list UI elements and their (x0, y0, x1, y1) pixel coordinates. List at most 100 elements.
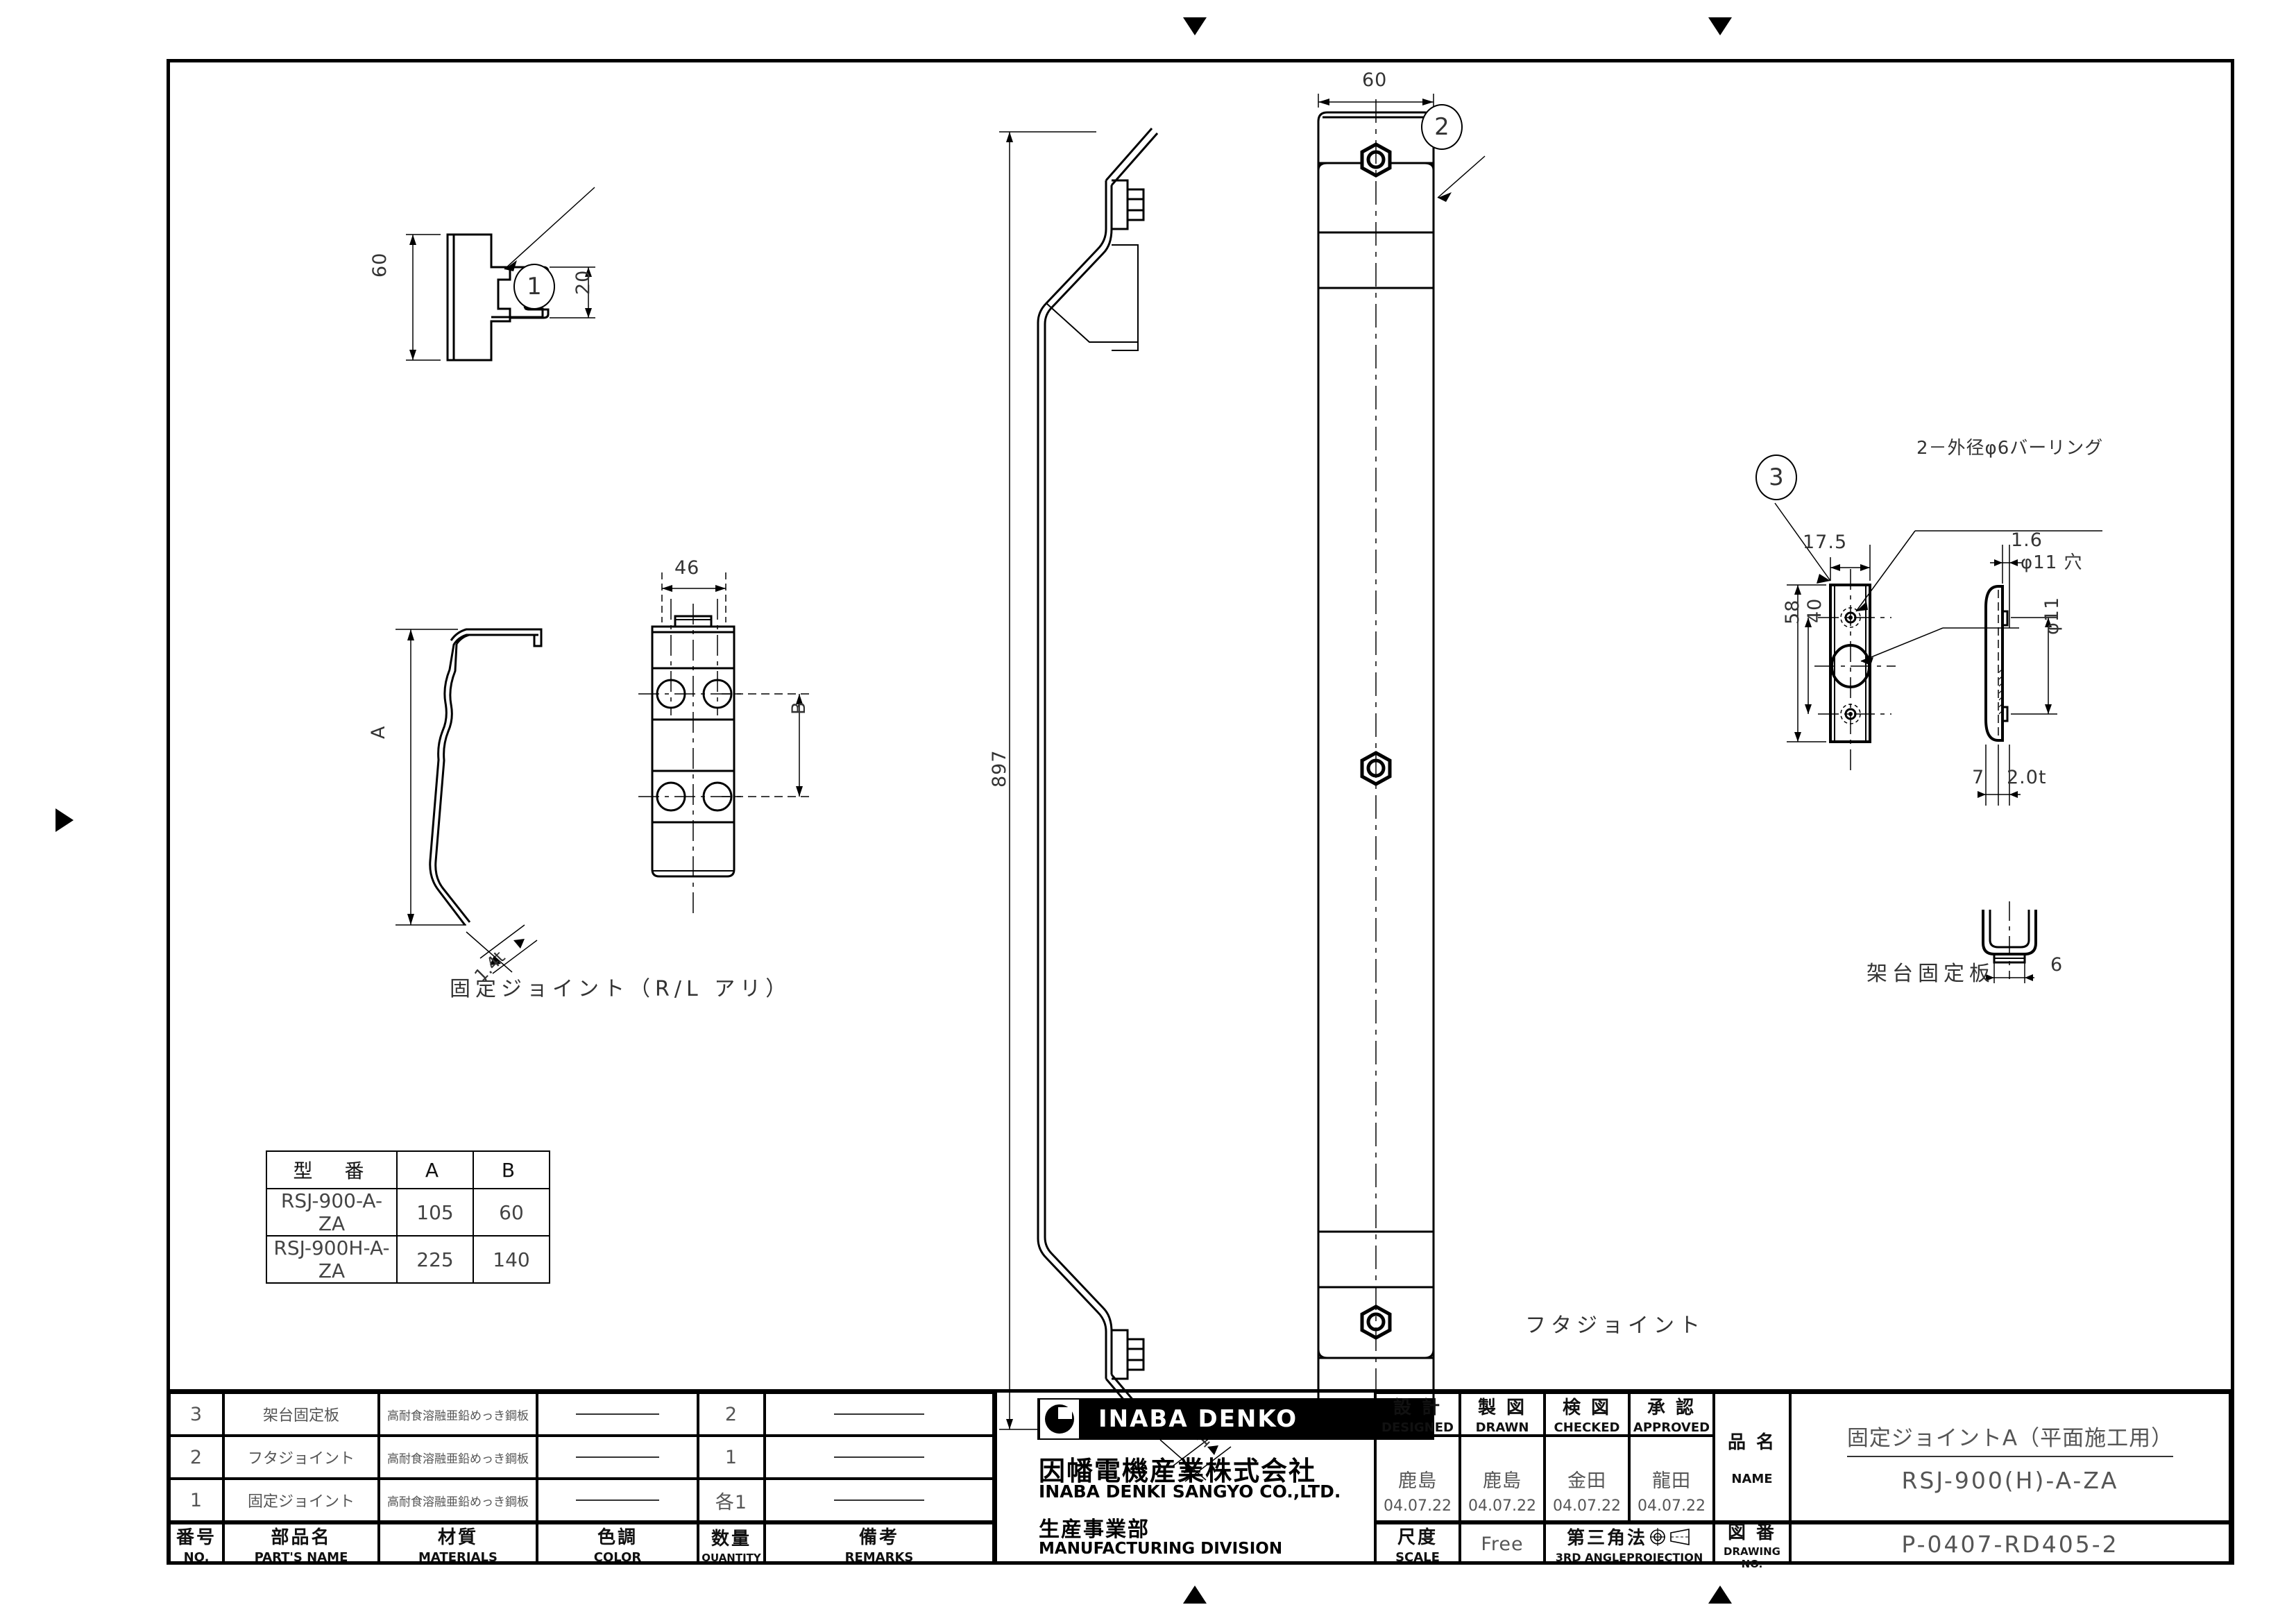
center-mark-top-right-icon (1708, 17, 1732, 35)
parts-row-2-material: 高耐食溶融亜鉛めっき鋼板 (379, 1436, 537, 1479)
parts-row-3-no: 3 (169, 1393, 223, 1436)
dim-20: 20 (572, 269, 594, 295)
division-name-jp: 生産事業部 (1039, 1518, 1150, 1542)
center-mark-top-left-icon (1183, 17, 1207, 35)
model-table-cell-b: 140 (473, 1235, 550, 1284)
caption-base-plate: 架台固定板 (1866, 962, 1995, 986)
approval-date-designed: 04.07.22 (1384, 1497, 1452, 1515)
parts-header-name: 部品名 PART'S NAME (223, 1522, 379, 1565)
parts-row-3-material: 高耐食溶融亜鉛めっき鋼板 (379, 1393, 537, 1436)
dim-B: B (788, 701, 810, 715)
model-table-header-type: 型 番 (266, 1150, 398, 1189)
model-table-cell-type: RSJ-900H-A-ZA (266, 1235, 398, 1284)
drawing-geometry (396, 94, 2102, 1482)
balloon-1-label: 1 (527, 273, 542, 300)
parts-row-3-color (537, 1393, 698, 1436)
model-table-header-row: 型 番 A B (266, 1150, 550, 1189)
scale-label: 尺度 SCALE (1375, 1522, 1460, 1565)
center-mark-left-icon (56, 808, 74, 832)
approval-date-approved: 04.07.22 (1638, 1497, 1706, 1515)
parts-row-1-remarks (765, 1479, 994, 1522)
balloon-item-3: 3 (1755, 454, 1797, 500)
approval-header-approved: 承 認 APPROVED (1629, 1393, 1714, 1436)
company-block: INABA DENKO 因幡電機産業株式会社 INABA DENKI SANGY… (994, 1393, 1434, 1565)
company-name-jp: 因幡電機産業株式会社 (1039, 1456, 1317, 1486)
parts-row-3-name: 架台固定板 (223, 1393, 379, 1436)
dim-60-top: 60 (1362, 69, 1388, 91)
company-name-en: INABA DENKI SANGYO CO.,LTD. (1039, 1481, 1341, 1502)
model-table-header-b: B (473, 1150, 550, 1189)
model-dimension-table: 型 番 A B RSJ-900-A-ZA 105 60 RSJ-900H-A-Z… (266, 1150, 550, 1284)
dim-A: A (368, 725, 389, 739)
parts-row-1-color (537, 1479, 698, 1522)
projection-label-en: 3RD ANGLEPROJECTION (1555, 1551, 1703, 1564)
dim-897: 897 (989, 749, 1010, 788)
dim-46: 46 (674, 557, 700, 579)
dim-40: 40 (1804, 597, 1826, 623)
approval-header-checked: 検 図 CHECKED (1545, 1393, 1629, 1436)
name-block-value: 固定ジョイントA（平面施工用） RSJ-900(H)-A-ZA (1790, 1393, 2231, 1522)
model-table-cell-type: RSJ-900-A-ZA (266, 1188, 398, 1237)
third-angle-projection-icon (1650, 1527, 1692, 1546)
drawing-no-label: 図 番 DRAWING NO. (1714, 1522, 1790, 1570)
parts-row-1-material: 高耐食溶融亜鉛めっき鋼板 (379, 1479, 537, 1522)
model-table-row: RSJ-900H-A-ZA 225 140 (266, 1235, 550, 1284)
dim-6: 6 (2050, 954, 2064, 976)
parts-row-1-qty: 各1 (698, 1479, 765, 1522)
approval-date-drawn: 04.07.22 (1468, 1497, 1536, 1515)
title-block: 3 架台固定板 高耐食溶融亜鉛めっき鋼板 2 2 フタジョイント 高耐食溶融亜鉛… (169, 1389, 2231, 1570)
caption-lid-joint: フタジョイント (1525, 1314, 1705, 1338)
center-mark-bottom-right-icon (1708, 1586, 1732, 1604)
parts-row-1-name: 固定ジョイント (223, 1479, 379, 1522)
dim-phi11-side: φ11 (2041, 596, 2063, 635)
note-hole: φ11 穴 (2021, 552, 2083, 573)
note-burring: 2－外径φ6バーリング (1916, 438, 2104, 459)
parts-header-qty: 数量 QUANTITY (698, 1522, 765, 1565)
company-logo-bar: INABA DENKO (1037, 1398, 1434, 1440)
name-block-label: 品 名 NAME (1714, 1393, 1790, 1522)
parts-row-2-name: フタジョイント (223, 1436, 379, 1479)
parts-row-2-no: 2 (169, 1436, 223, 1479)
projection-block: 第三角法 3RD ANGLEPROJECTION (1545, 1522, 1714, 1565)
approval-name-drawn: 鹿島 (1460, 1436, 1545, 1522)
approval-header-designed: 設 計 DESIGNED (1375, 1393, 1460, 1436)
dim-58: 58 (1782, 599, 1803, 624)
dim-17.5: 17.5 (1803, 532, 1848, 553)
dim-60-left: 60 (369, 252, 391, 278)
model-table-header-a: A (396, 1150, 474, 1189)
model-table-row: RSJ-900-A-ZA 105 60 (266, 1188, 550, 1237)
parts-header-material: 材質 MATERIALS (379, 1522, 537, 1565)
model-table-cell-a: 105 (396, 1188, 474, 1237)
balloon-item-2: 2 (1421, 104, 1463, 150)
model-table-cell-a: 225 (396, 1235, 474, 1284)
drawing-frame (167, 59, 2234, 1565)
balloon-3-label: 3 (1769, 464, 1784, 491)
parts-row-2-qty: 1 (698, 1436, 765, 1479)
company-logo-text: INABA DENKO (1098, 1405, 1298, 1433)
division-name-en: MANUFACTURING DIVISION (1039, 1540, 1283, 1558)
balloon-item-1: 1 (513, 264, 555, 309)
product-code: RSJ-900(H)-A-ZA (1901, 1467, 2119, 1494)
parts-header-no: 番号 NO. (169, 1522, 223, 1565)
dim-2.0t: 2.0t (2007, 767, 2047, 788)
approval-name-designed: 鹿島 (1375, 1436, 1460, 1522)
parts-row-3-qty: 2 (698, 1393, 765, 1436)
parts-row-2-color (537, 1436, 698, 1479)
drawing-no-value: P-0407-RD405-2 (1790, 1522, 2231, 1565)
balloon-2-label: 2 (1434, 113, 1449, 141)
dim-1.6: 1.6 (2011, 529, 2043, 551)
approval-header-drawn: 製 図 DRAWN (1460, 1393, 1545, 1436)
caption-fixed-joint: 固定ジョイント（R/L アリ） (450, 977, 792, 1001)
inaba-logo-icon (1040, 1400, 1079, 1438)
parts-header-remarks: 備考 REMARKS (765, 1522, 994, 1565)
parts-header-color: 色調 COLOR (537, 1522, 698, 1565)
model-table-cell-b: 60 (473, 1188, 550, 1237)
parts-row-3-remarks (765, 1393, 994, 1436)
parts-row-2-remarks (765, 1436, 994, 1479)
dim-7: 7 (1972, 767, 1985, 788)
approval-name-checked: 金田 (1545, 1436, 1629, 1522)
approval-name-approved: 龍田 (1629, 1436, 1714, 1522)
center-mark-bottom-left-icon (1183, 1586, 1207, 1604)
parts-row-1-no: 1 (169, 1479, 223, 1522)
